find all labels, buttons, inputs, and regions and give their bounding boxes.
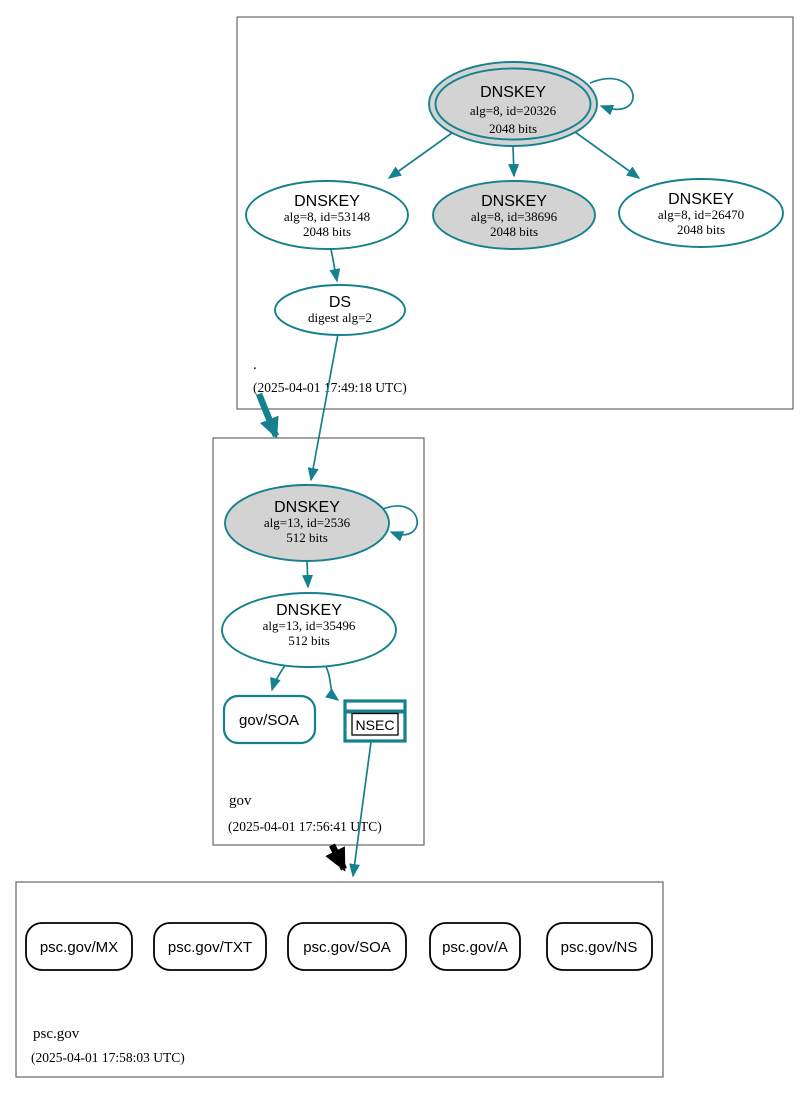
node-gov-dnskey-2536-title: DNSKEY — [274, 499, 340, 516]
zone-gov-timestamp: (2025-04-01 17:56:41 UTC) — [228, 819, 382, 834]
edge-gov-nsec-to-psc — [349, 741, 372, 878]
node-psc-gov-soa-label: psc.gov/SOA — [303, 939, 391, 956]
node-psc-gov-ns[interactable]: psc.gov/NS — [546, 922, 653, 971]
node-root-dnskey-53148[interactable]: DNSKEY alg=8, id=53148 2048 bits — [245, 180, 409, 250]
zone-root-timestamp: (2025-04-01 17:49:18 UTC) — [253, 380, 407, 395]
zone-psc-gov-timestamp: (2025-04-01 17:58:03 UTC) — [31, 1050, 185, 1065]
node-root-dnskey-20326-bits: 2048 bits — [489, 121, 537, 136]
node-root-dnskey-20326[interactable]: DNSKEY alg=8, id=20326 2048 bits — [428, 61, 598, 147]
node-psc-gov-mx[interactable]: psc.gov/MX — [25, 922, 133, 971]
node-gov-dnskey-35496-title: DNSKEY — [276, 602, 342, 619]
node-gov-nsec[interactable]: NSEC — [343, 699, 407, 743]
node-gov-dnskey-35496-alg: alg=13, id=35496 — [263, 618, 356, 633]
node-root-dnskey-26470-alg: alg=8, id=26470 — [658, 207, 744, 222]
node-gov-dnskey-35496[interactable]: DNSKEY alg=13, id=35496 512 bits — [221, 592, 397, 668]
edge-delegation-gov-to-psc — [325, 843, 347, 872]
node-root-dnskey-20326-title: DNSKEY — [480, 84, 546, 101]
edge-root-zsk53148-to-ds — [329, 248, 341, 283]
edge-delegation-root-to-gov — [255, 392, 280, 439]
zone-psc-gov-border — [15, 881, 664, 1078]
zone-root: DNSKEY alg=8, id=20326 2048 bits DNSKEY … — [236, 16, 794, 410]
node-psc-gov-ns-label: psc.gov/NS — [561, 939, 638, 956]
node-psc-gov-a[interactable]: psc.gov/A — [429, 922, 521, 971]
edge-gov-ksk-selfloop — [382, 505, 418, 542]
node-root-ds-title: DS — [329, 294, 351, 311]
node-psc-gov-a-label: psc.gov/A — [442, 939, 508, 956]
node-root-ds[interactable]: DS digest alg=2 — [274, 284, 406, 336]
node-root-dnskey-38696-alg: alg=8, id=38696 — [471, 209, 558, 224]
zone-gov-name: gov — [229, 793, 252, 809]
node-root-dnskey-26470[interactable]: DNSKEY alg=8, id=26470 2048 bits — [618, 178, 784, 248]
node-root-dnskey-20326-alg: alg=8, id=20326 — [470, 103, 557, 118]
zone-psc-gov: psc.gov/MX psc.gov/TXT psc.gov/SOA psc.g… — [15, 881, 664, 1078]
node-root-dnskey-53148-alg: alg=8, id=53148 — [284, 209, 370, 224]
node-root-dnskey-53148-bits: 2048 bits — [303, 224, 351, 239]
node-gov-soa[interactable]: gov/SOA — [222, 694, 317, 745]
node-root-ds-digest: digest alg=2 — [308, 310, 372, 325]
zone-root-name: . — [253, 357, 257, 373]
zone-root-border — [236, 16, 794, 410]
node-psc-gov-txt-label: psc.gov/TXT — [168, 939, 252, 956]
zone-gov: DNSKEY alg=13, id=2536 512 bits DNSKEY a… — [212, 437, 425, 846]
node-gov-dnskey-2536-alg: alg=13, id=2536 — [264, 515, 351, 530]
edge-root-ksk-to-zsk53148 — [387, 132, 453, 179]
node-root-dnskey-26470-bits: 2048 bits — [677, 222, 725, 237]
node-gov-soa-label: gov/SOA — [239, 712, 299, 729]
node-gov-dnskey-2536[interactable]: DNSKEY alg=13, id=2536 512 bits — [224, 484, 390, 562]
node-root-dnskey-53148-title: DNSKEY — [294, 193, 360, 210]
node-root-dnskey-38696[interactable]: DNSKEY alg=8, id=38696 2048 bits — [432, 180, 596, 250]
edge-gov-ksk-to-zsk — [302, 560, 314, 589]
node-root-dnskey-26470-title: DNSKEY — [668, 191, 734, 208]
edge-root-ksk-to-zsk38696 — [508, 145, 520, 178]
edge-root-ksk-to-zsk26470 — [574, 131, 641, 179]
node-psc-gov-txt[interactable]: psc.gov/TXT — [153, 922, 267, 971]
node-root-dnskey-38696-title: DNSKEY — [481, 193, 547, 210]
zone-gov-border — [212, 437, 425, 846]
node-psc-gov-soa[interactable]: psc.gov/SOA — [287, 922, 407, 971]
node-psc-gov-mx-label: psc.gov/MX — [40, 939, 118, 956]
node-root-dnskey-38696-bits: 2048 bits — [490, 224, 538, 239]
edge-gov-zsk-to-soa — [270, 663, 287, 692]
zone-psc-gov-name: psc.gov — [33, 1026, 80, 1042]
edge-root-ds-to-gov-ksk — [307, 333, 339, 482]
node-gov-nsec-label: NSEC — [356, 717, 395, 733]
edge-root-ksk-selfloop — [589, 77, 634, 116]
node-gov-dnskey-2536-bits: 512 bits — [286, 530, 328, 545]
node-gov-dnskey-35496-bits: 512 bits — [288, 633, 330, 648]
